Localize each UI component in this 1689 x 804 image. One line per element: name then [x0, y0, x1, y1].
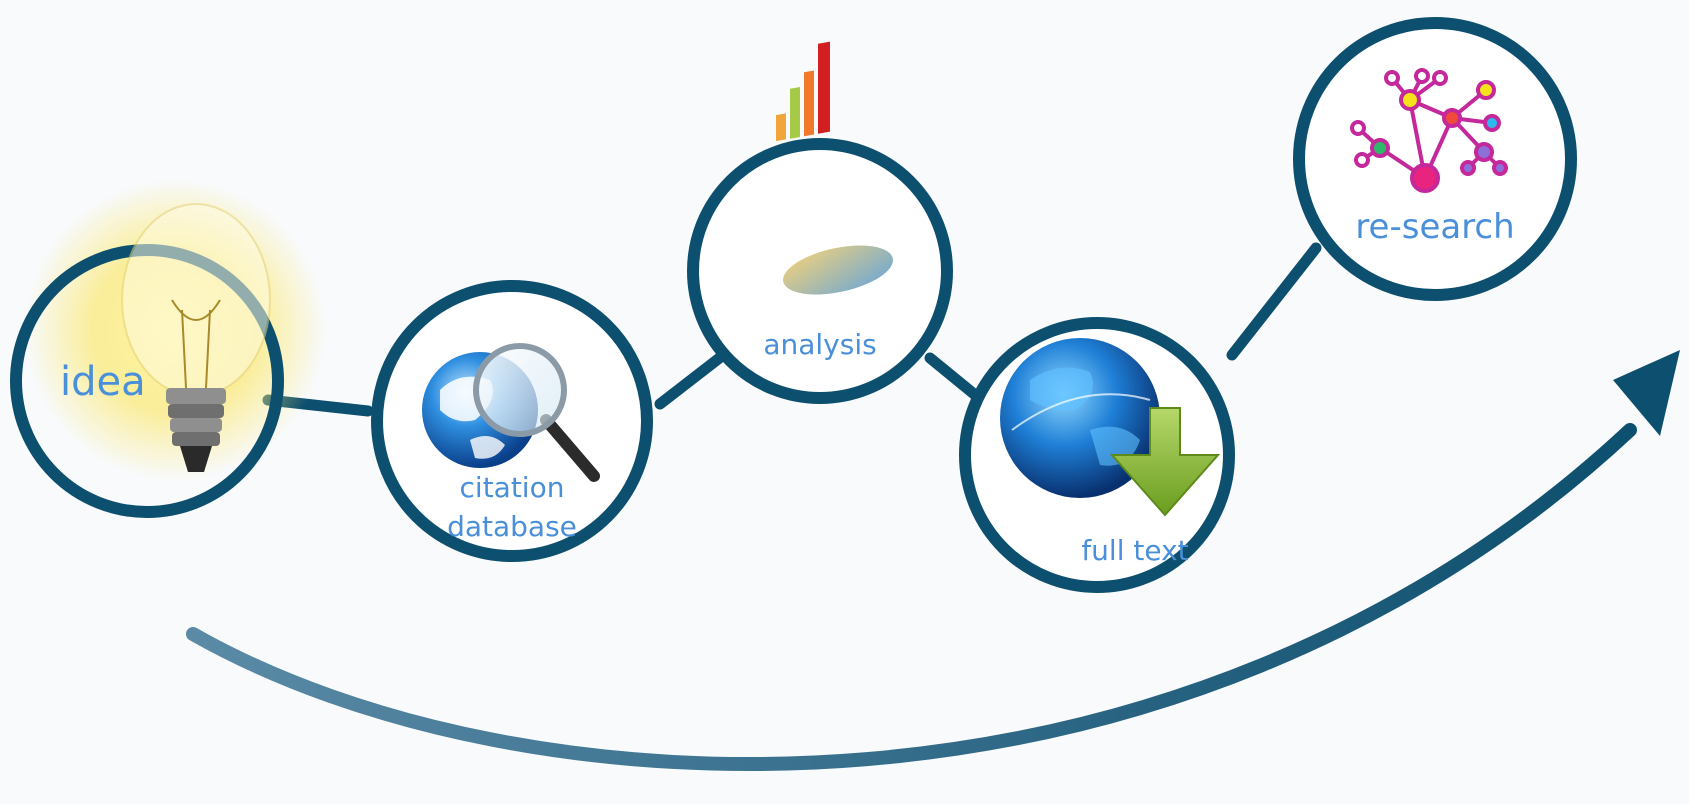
- citation-label-line1: citation: [460, 471, 565, 504]
- progress-arrow-head: [1613, 350, 1680, 436]
- connector-citation-analysis: [654, 350, 728, 410]
- step-citation-database: citation database: [371, 280, 653, 562]
- lightbulb-icon: [121, 203, 271, 472]
- citation-label-line2: database: [447, 510, 577, 543]
- step-re-search: re-search: [1293, 17, 1577, 301]
- step-analysis: analysis: [687, 41, 953, 404]
- progress-arrow: [186, 350, 1680, 771]
- globe-magnifier-icon: [422, 343, 600, 482]
- connector-fulltext-research: [1226, 242, 1322, 361]
- globe-download-icon: [1000, 338, 1221, 517]
- idea-label: idea: [60, 359, 146, 405]
- step-full-text: full text: [959, 317, 1235, 593]
- bar-chart-icon: [776, 41, 893, 295]
- step-idea: idea: [10, 180, 325, 518]
- network-icon: [1350, 68, 1508, 193]
- research-label: re-search: [1355, 207, 1514, 247]
- analysis-label: analysis: [763, 328, 876, 361]
- fulltext-label: full text: [1081, 534, 1188, 567]
- progress-arrow-curve: [186, 423, 1637, 771]
